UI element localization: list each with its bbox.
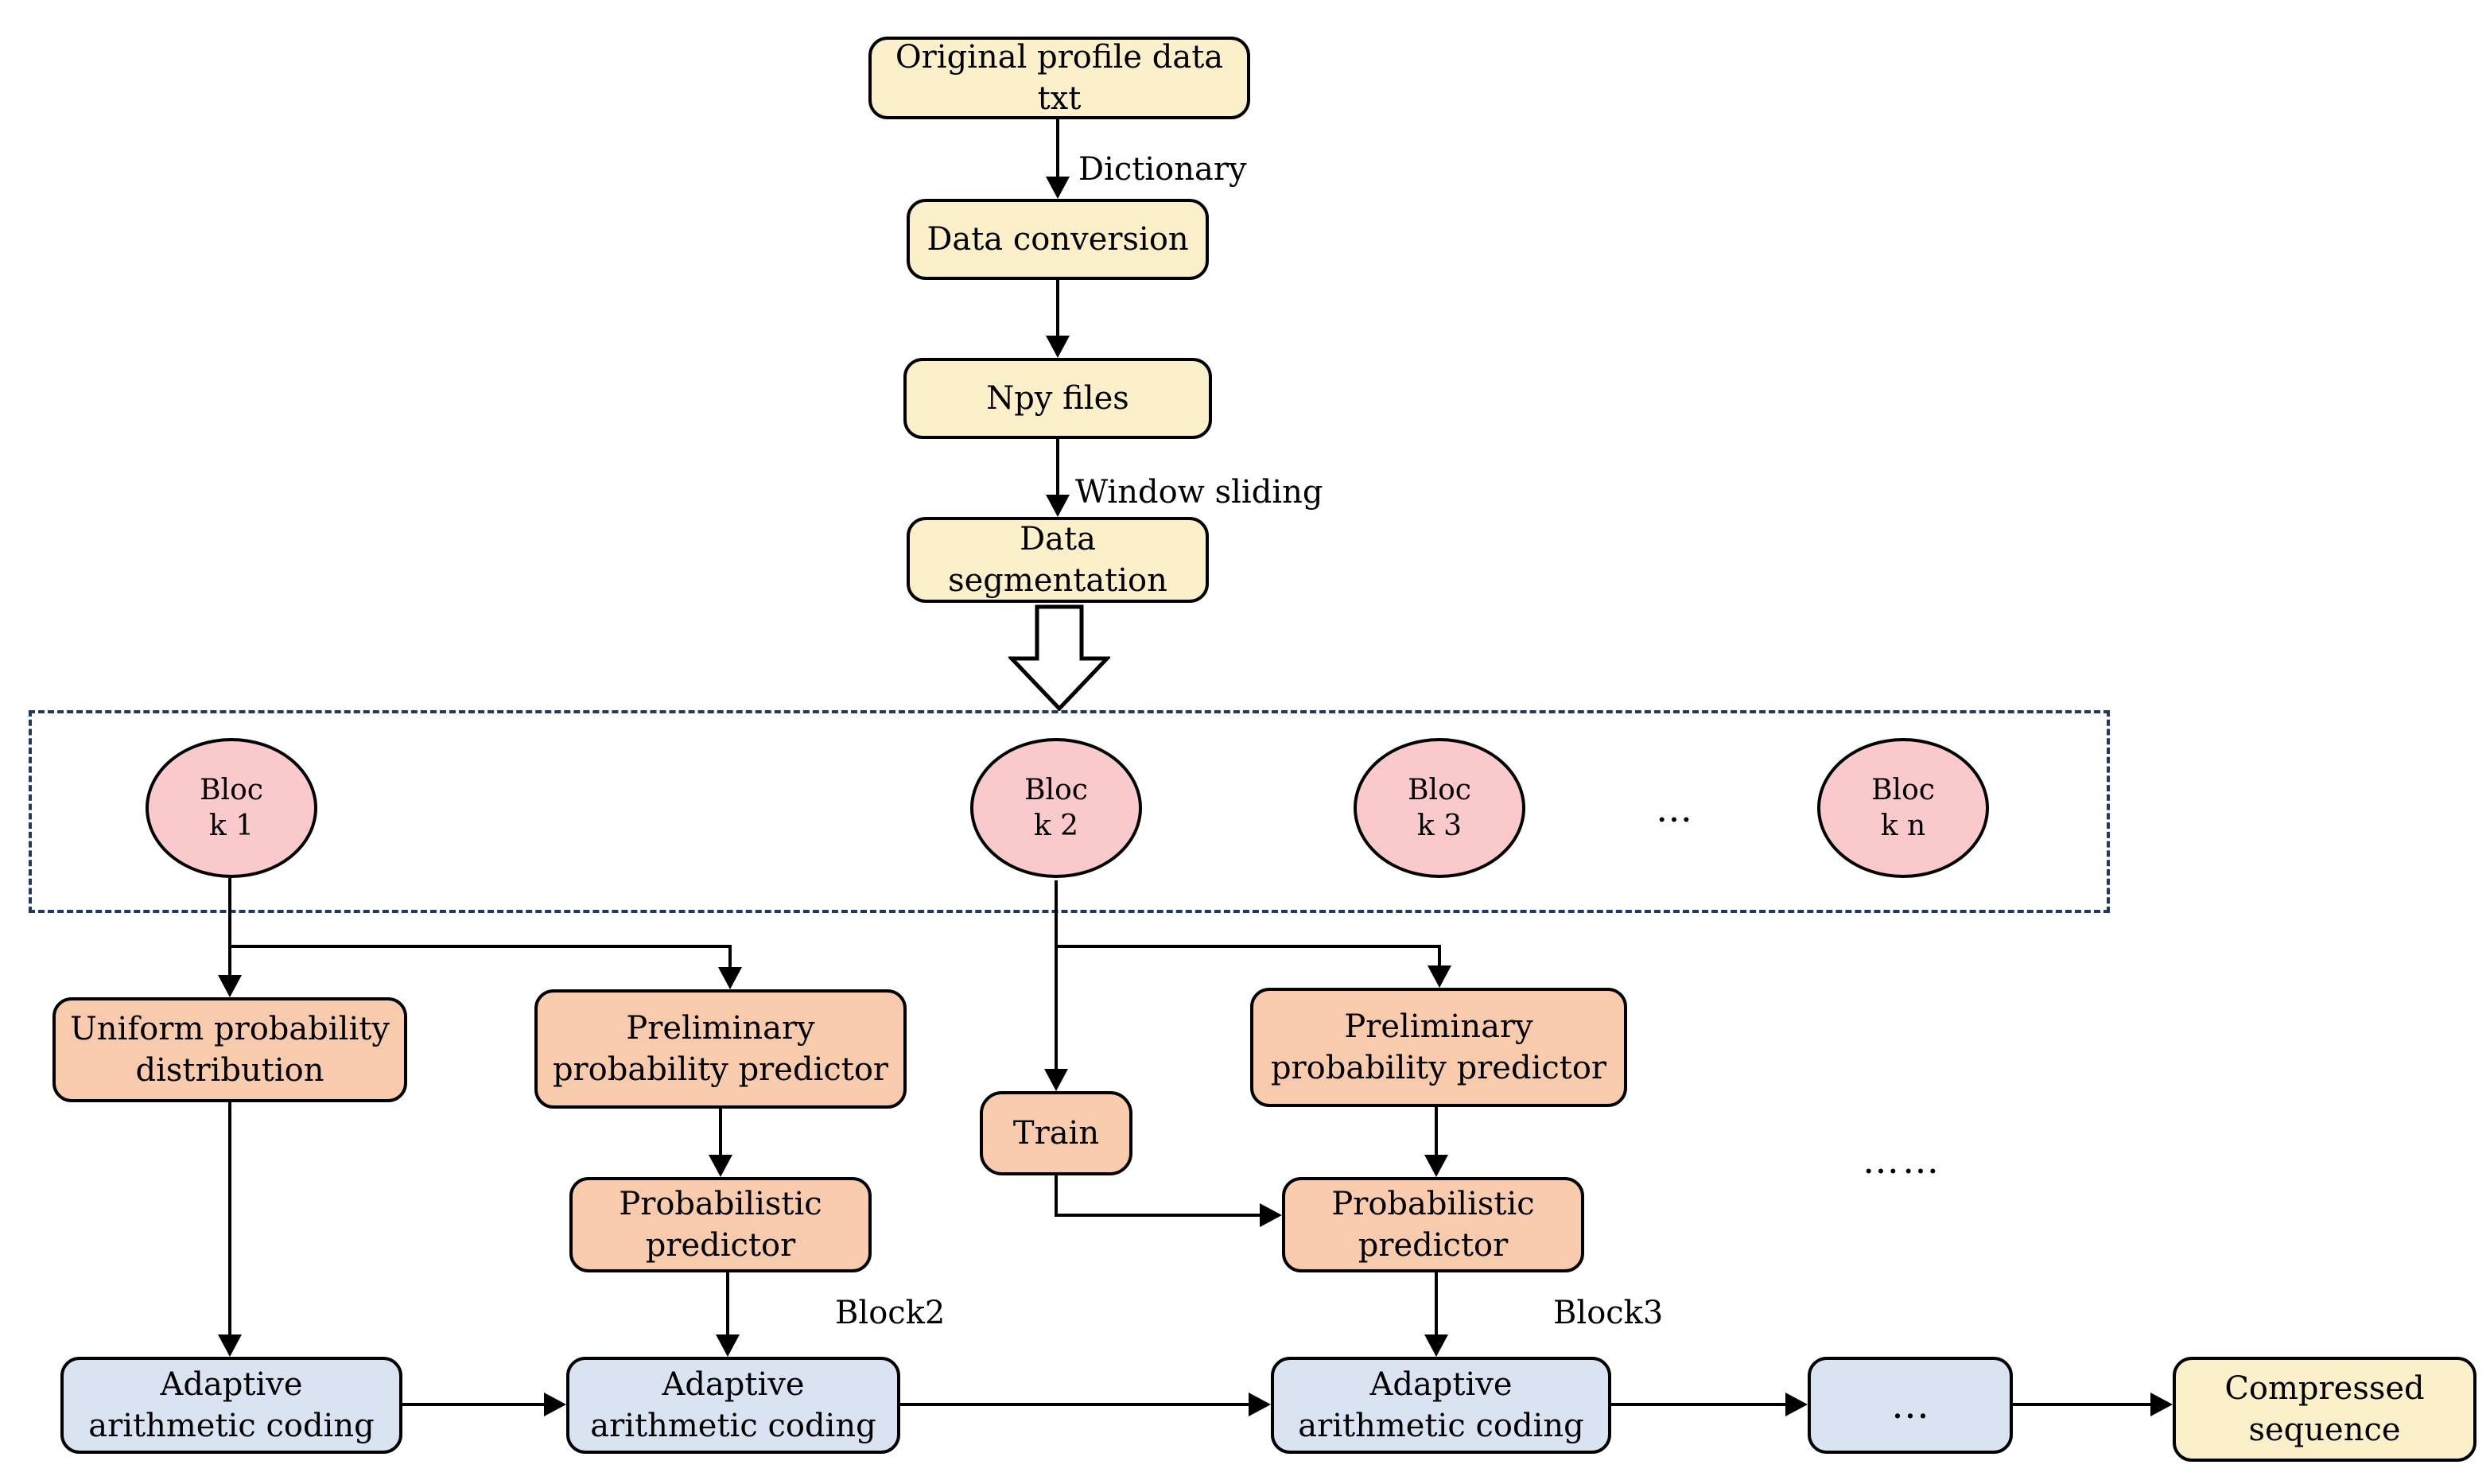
node-train: Train	[980, 1091, 1132, 1175]
blocks-container	[29, 710, 2110, 913]
connector-line	[402, 1403, 544, 1406]
connector-line	[1055, 880, 1058, 948]
arrowhead-down-icon	[716, 1334, 740, 1357]
arrowhead-down-icon	[1046, 336, 1070, 358]
connector-line	[228, 945, 732, 948]
big-down-arrow-icon	[1008, 604, 1110, 711]
node-preliminary-probability-predictor-3: Preliminary probability predictor	[1250, 988, 1627, 1107]
label-block3: Block3	[1553, 1295, 1664, 1331]
node-adaptive-arithmetic-coding-3: Adaptive arithmetic coding	[1271, 1357, 1611, 1454]
arrowhead-down-icon	[1424, 1155, 1448, 1177]
connector-line	[228, 878, 231, 948]
arrowhead-down-icon	[709, 1155, 732, 1177]
node-adaptive-arithmetic-coding-1: Adaptive arithmetic coding	[60, 1357, 402, 1454]
arrowhead-right-icon	[2150, 1393, 2173, 1416]
connector-line	[1055, 1175, 1058, 1217]
connector-line	[228, 1102, 231, 1334]
arrowhead-down-icon	[1428, 965, 1451, 988]
arrowhead-down-icon	[1046, 177, 1070, 199]
connector-line	[728, 945, 732, 967]
connector-line	[228, 945, 231, 975]
label-block2: Block2	[835, 1295, 946, 1331]
edge-label-window-sliding: Window sliding	[1075, 474, 1323, 511]
arrowhead-down-icon	[218, 1334, 242, 1357]
node-data-conversion: Data conversion	[907, 199, 1209, 280]
connector-line	[1055, 945, 1058, 1069]
arrowhead-down-icon	[1046, 495, 1070, 517]
connector-line	[1055, 1214, 1260, 1217]
node-adaptive-arithmetic-coding-2: Adaptive arithmetic coding	[566, 1357, 900, 1454]
connector-line	[1438, 945, 1441, 965]
node-npy-files: Npy files	[903, 358, 1212, 439]
connector-line	[1055, 945, 1441, 948]
node-compressed-sequence: Compressed sequence	[2173, 1357, 2476, 1462]
node-data-segmentation: Data segmentation	[907, 517, 1209, 603]
arrowhead-down-icon	[1424, 1334, 1448, 1357]
connector-line	[1435, 1107, 1438, 1155]
blocks-ellipsis: …	[1656, 787, 1696, 830]
arrowhead-right-icon	[1260, 1203, 1282, 1227]
connector-line	[1435, 1272, 1438, 1334]
arrowhead-right-icon	[544, 1393, 566, 1416]
node-block-1: Bloc k 1	[146, 738, 317, 878]
connector-line	[1611, 1403, 1785, 1406]
node-block-2: Bloc k 2	[970, 738, 1142, 878]
node-uniform-probability-distribution: Uniform probability distribution	[52, 997, 407, 1102]
node-block-n: Bloc k n	[1817, 738, 1989, 878]
edge-label-dictionary: Dictionary	[1078, 151, 1247, 188]
node-preliminary-probability-predictor-2: Preliminary probability predictor	[534, 989, 907, 1109]
connector-line	[1056, 280, 1059, 336]
connector-line	[2013, 1403, 2150, 1406]
arrowhead-down-icon	[718, 967, 742, 989]
connector-line	[719, 1109, 722, 1155]
node-probabilistic-predictor-2: Probabilistic predictor	[569, 1177, 872, 1272]
connector-line	[1056, 439, 1059, 495]
node-ellipsis-box: …	[1808, 1357, 2013, 1454]
connector-line	[1056, 119, 1059, 178]
node-probabilistic-predictor-3: Probabilistic predictor	[1282, 1177, 1584, 1272]
pipelines-ellipsis: ……	[1863, 1139, 1942, 1182]
arrowhead-down-icon	[218, 975, 242, 997]
arrowhead-down-icon	[1044, 1069, 1068, 1091]
arrowhead-right-icon	[1785, 1393, 1808, 1416]
arrowhead-right-icon	[1249, 1393, 1271, 1416]
node-original-profile-data: Original profile data txt	[868, 37, 1250, 119]
connector-line	[900, 1403, 1249, 1406]
node-block-3: Bloc k 3	[1354, 738, 1525, 878]
connector-line	[726, 1272, 729, 1334]
